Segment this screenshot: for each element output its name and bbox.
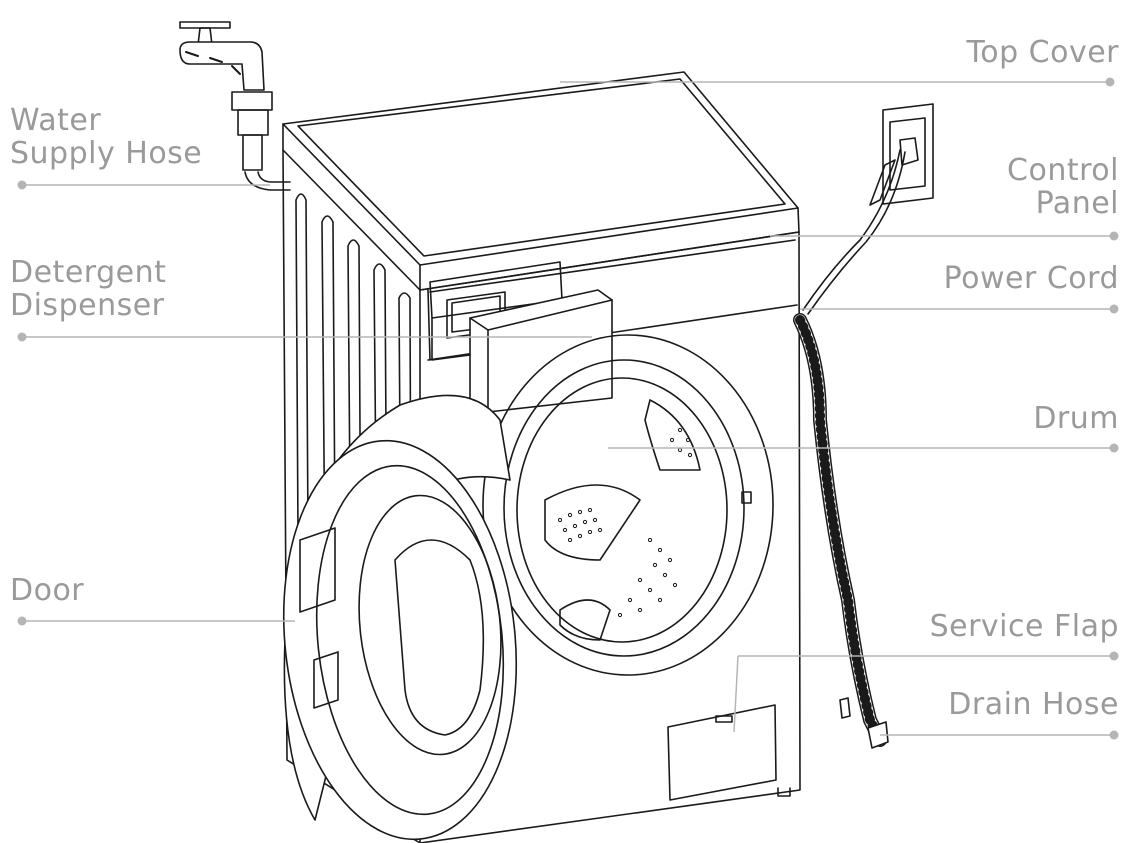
label-top-cover: Top Cover — [966, 36, 1119, 69]
label-water-supply-hose-line2: Supply Hose — [10, 136, 203, 171]
label-detergent-dispenser: Detergent Dispenser — [10, 256, 166, 322]
washing-machine-illustration — [179, 21, 934, 843]
leader-water-supply-hose — [17, 180, 270, 190]
drum-perforations — [557, 427, 693, 618]
power-cord-shape — [802, 103, 934, 315]
leader-detergent-dispenser — [17, 332, 592, 342]
label-detergent-dispenser-line1: Detergent — [10, 255, 167, 290]
leader-power-cord — [800, 304, 1119, 314]
drain-hose-shape — [793, 313, 889, 749]
leader-top-cover — [560, 77, 1115, 87]
detergent-dispenser-shape — [429, 261, 613, 413]
label-control-panel: Control Panel — [1007, 154, 1119, 220]
label-water-supply-hose: Water Supply Hose — [10, 104, 202, 170]
leader-door — [17, 616, 295, 626]
label-top-cover-text: Top Cover — [966, 35, 1119, 70]
feet — [777, 787, 791, 797]
label-drum: Drum — [1033, 402, 1119, 435]
leader-drain-hose — [880, 730, 1119, 740]
label-control-panel-line1: Control — [1007, 153, 1119, 188]
label-drain-hose: Drain Hose — [948, 688, 1119, 721]
label-detergent-dispenser-line2: Dispenser — [10, 288, 165, 323]
leader-drum — [608, 443, 1119, 453]
leader-control-panel — [770, 231, 1119, 241]
label-door: Door — [10, 574, 84, 607]
label-door-text: Door — [10, 573, 85, 608]
label-water-supply-hose-line1: Water — [10, 103, 102, 138]
label-power-cord: Power Cord — [944, 262, 1119, 295]
water-tap-shape — [179, 21, 291, 191]
label-control-panel-line2: Panel — [1035, 186, 1119, 221]
label-drum-text: Drum — [1033, 401, 1119, 436]
leader-lines — [17, 77, 1119, 740]
label-service-flap-text: Service Flap — [929, 609, 1119, 644]
drum-shape — [482, 334, 774, 676]
label-service-flap: Service Flap — [930, 610, 1119, 643]
service-flap-shape — [667, 704, 777, 801]
leader-service-flap — [733, 651, 1119, 733]
top-cover-shape — [282, 71, 800, 291]
label-power-cord-text: Power Cord — [943, 261, 1119, 296]
label-drain-hose-text: Drain Hose — [948, 687, 1119, 722]
door-shape — [282, 394, 518, 841]
